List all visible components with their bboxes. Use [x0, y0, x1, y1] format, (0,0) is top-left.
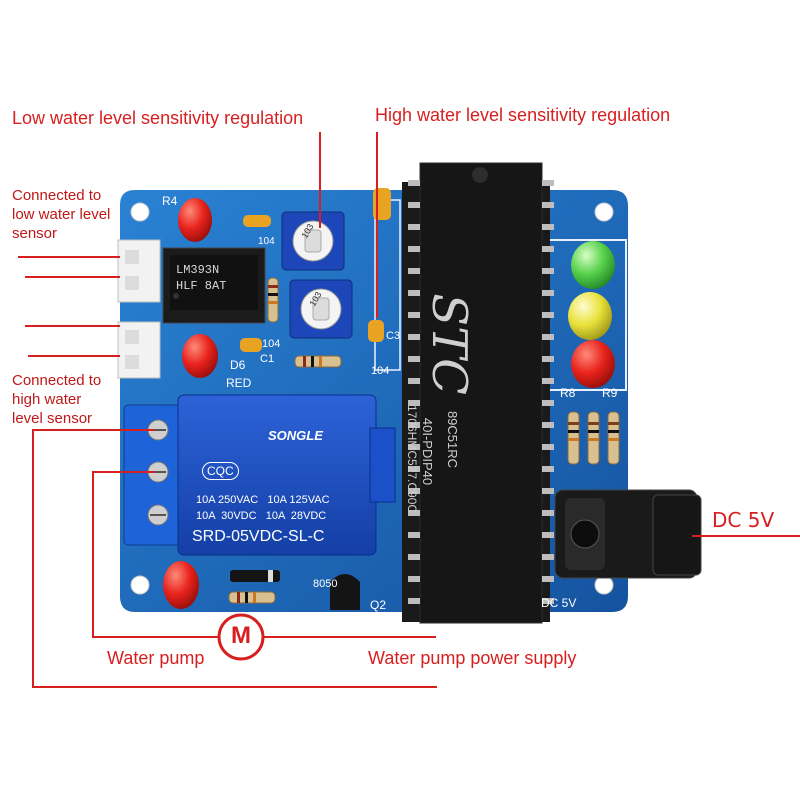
resistor — [587, 411, 600, 465]
relay-brand: SONGLE — [268, 428, 323, 443]
diode — [230, 570, 280, 582]
led-red — [571, 340, 615, 388]
silk-d6: D6 — [230, 358, 246, 372]
comparator-marking: LM393N HLF 8AT — [176, 262, 226, 294]
low-sensor-label: Connected to low water level sensor — [12, 187, 111, 242]
resistor — [267, 277, 279, 323]
comparator-line-1: LM393N — [176, 263, 220, 277]
mcu-chip — [419, 162, 543, 624]
silk-104c: 104 — [258, 236, 275, 247]
high-sensor-label: Connected to high water level sensor — [12, 372, 102, 427]
resistor — [567, 411, 580, 465]
mounting-hole — [594, 575, 614, 595]
mcu-package: 40I-PDIP40 — [420, 417, 436, 486]
low-sensitivity-label: Low water level sensitivity regulation — [12, 108, 304, 128]
sensor-connector — [117, 239, 161, 303]
comparator-chip — [170, 255, 258, 310]
capacitor — [368, 320, 384, 342]
relay-rating-1: 10A 250VAC 10A 125VAC — [196, 494, 330, 506]
mounting-hole — [130, 202, 150, 222]
water-pump-label: Water pump — [107, 648, 205, 668]
silk-104b: 104 — [371, 365, 390, 377]
mcu-pins-right — [542, 180, 554, 604]
mounting-hole — [594, 202, 614, 222]
mcu-marking: STC 89C51RC 40I-PDIP40 1706HMC527.C90C — [405, 262, 572, 552]
mounting-hole — [130, 575, 150, 595]
silk-q2: Q2 — [370, 598, 387, 612]
resistor — [294, 355, 342, 368]
silk-c3: C3 — [386, 330, 401, 342]
capacitor — [243, 215, 271, 227]
pump-supply-label: Water pump power supply — [368, 648, 577, 668]
silk-r8: R8 — [560, 386, 576, 400]
resistor — [607, 411, 620, 465]
led-yellow — [568, 292, 612, 340]
capacitor — [240, 338, 262, 352]
high-sensitivity-label: High water level sensitivity regulation — [375, 105, 671, 125]
transistor — [330, 574, 360, 610]
relay-model: SRD-05VDC-SL-C — [192, 528, 325, 545]
mcu-lot: 1706HMC527.C90C — [405, 404, 420, 514]
mcu-pins-left — [408, 180, 420, 604]
led-red — [163, 561, 199, 609]
mcu-brand: STC — [420, 293, 477, 395]
silk-8050: 8050 — [313, 578, 338, 590]
led-red — [178, 198, 212, 242]
silk-dc5v: DC 5V — [541, 596, 577, 610]
silk-r4: R4 — [162, 194, 178, 208]
capacitor — [373, 188, 391, 220]
silk-104a: 104 — [262, 338, 281, 350]
motor-symbol-label: M — [231, 622, 251, 649]
dc-5v-label: DC 5V — [712, 508, 775, 532]
motor-symbol — [217, 613, 265, 661]
silk-r9: R9 — [602, 386, 618, 400]
relay-rating-2: 10A 30VDC 10A 28VDC — [196, 510, 327, 522]
silk-red: RED — [226, 376, 252, 390]
led-red — [182, 334, 218, 378]
mcu-model: 89C51RC — [445, 410, 461, 469]
relay-cert: CQC — [202, 462, 239, 480]
silk-c1: C1 — [260, 353, 275, 365]
resistor — [228, 591, 276, 604]
led-green — [571, 241, 615, 289]
comparator-line-2: HLF 8AT — [176, 279, 227, 293]
